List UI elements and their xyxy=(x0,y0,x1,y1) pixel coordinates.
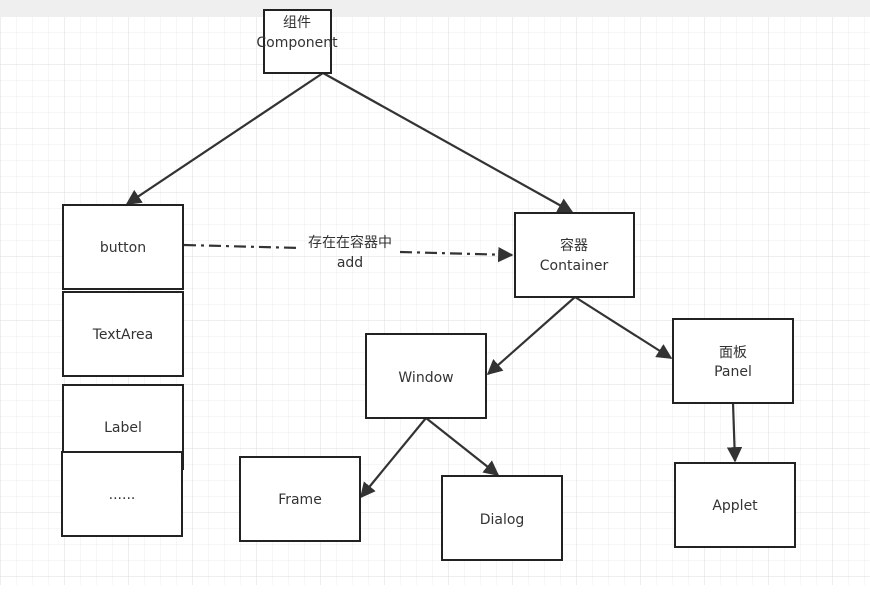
node-textarea-label: TextArea xyxy=(92,327,154,343)
edge-window-frame xyxy=(360,417,427,499)
node-more[interactable]: ...... xyxy=(61,451,183,537)
node-panel[interactable]: 面板 Panel xyxy=(672,318,794,404)
edge-window-dialog xyxy=(425,417,500,476)
node-container-line1: 容器 xyxy=(560,237,588,254)
node-frame-label: Frame xyxy=(278,492,322,508)
node-window[interactable]: Window xyxy=(365,333,487,419)
node-dialog-label: Dialog xyxy=(480,512,525,528)
edge-container-panel xyxy=(574,296,673,359)
edge-component-container xyxy=(322,72,574,213)
node-button-label: button xyxy=(100,240,146,256)
node-more-label: ...... xyxy=(109,487,136,503)
edge-button-container-b xyxy=(399,246,514,263)
node-window-label: Window xyxy=(398,370,453,386)
node-applet[interactable]: Applet xyxy=(674,462,796,548)
edge-label-line2: add xyxy=(337,255,363,271)
edge-label-line1: 存在在容器中 xyxy=(308,234,392,251)
node-textarea[interactable]: TextArea xyxy=(62,291,184,377)
node-applet-label: Applet xyxy=(712,498,758,514)
node-component-line1: 组件 xyxy=(283,15,311,31)
edge-panel-applet xyxy=(726,402,743,463)
node-component[interactable]: 组件 Component xyxy=(256,9,338,74)
node-container[interactable]: 容器 Container xyxy=(514,212,635,298)
node-container-line2: Container xyxy=(540,258,609,274)
node-frame[interactable]: Frame xyxy=(239,456,361,542)
node-button[interactable]: button xyxy=(62,204,184,290)
node-label-label: Label xyxy=(104,420,142,436)
node-panel-line1: 面板 xyxy=(719,345,747,361)
node-component-line2: Component xyxy=(256,35,338,51)
top-toolbar xyxy=(0,0,870,17)
node-dialog[interactable]: Dialog xyxy=(441,475,563,561)
edge-button-container-a xyxy=(183,243,301,250)
edge-component-button xyxy=(125,72,324,205)
edge-container-window xyxy=(486,296,576,376)
node-panel-line2: Panel xyxy=(714,364,752,380)
